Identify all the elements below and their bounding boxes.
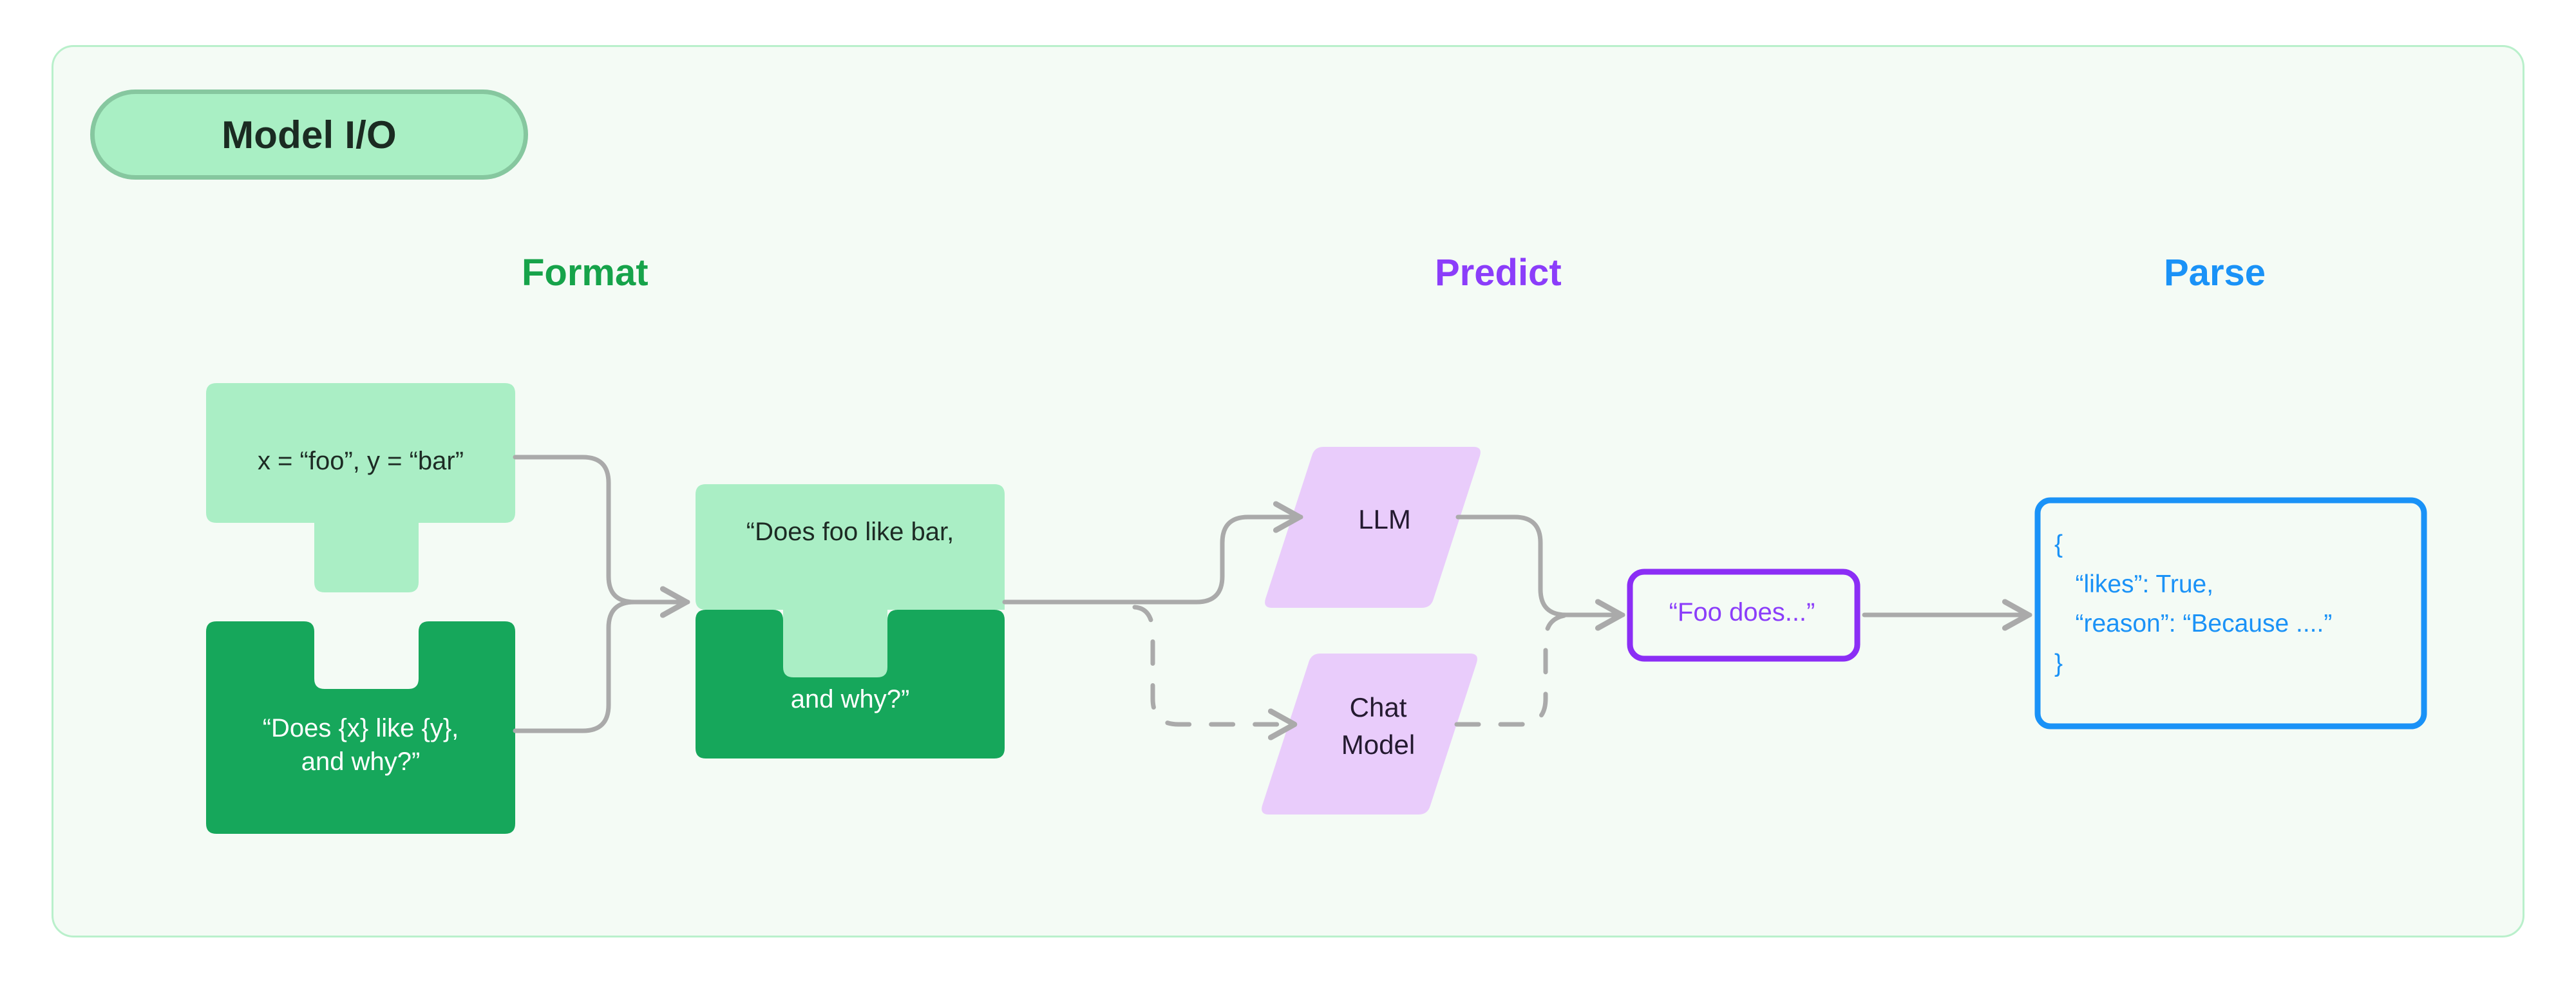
column-title-format: Format — [522, 252, 649, 294]
connector-chat-model-to-converge — [1454, 612, 1571, 727]
variables-puzzle-shape — [206, 383, 515, 592]
column-title-parse: Parse — [2164, 252, 2266, 294]
completion-box-shape — [1627, 569, 1861, 662]
connector-variables-to-merge — [513, 455, 659, 605]
model-io-badge-label: Model I/O — [222, 113, 397, 156]
llm-parallelogram-shape — [1265, 447, 1481, 608]
connector-branch-to-llm — [1132, 517, 1303, 605]
column-title-predict: Predict — [1435, 252, 1562, 294]
parsed-output-box-shape — [2034, 497, 2427, 730]
chat-model-parallelogram-shape — [1262, 654, 1477, 815]
formatted-prompt-tab — [783, 610, 887, 677]
prompt-template-puzzle-shape — [206, 621, 515, 834]
connector-llm-to-converge — [1455, 514, 1574, 617]
model-io-badge: Model I/O — [90, 89, 528, 180]
connector-template-to-merge — [513, 599, 659, 733]
formatted-prompt-top-shape — [696, 484, 1005, 679]
formatted-prompt-bottom-shape — [696, 610, 1005, 758]
connector-branch-to-chat-model — [1132, 605, 1298, 724]
